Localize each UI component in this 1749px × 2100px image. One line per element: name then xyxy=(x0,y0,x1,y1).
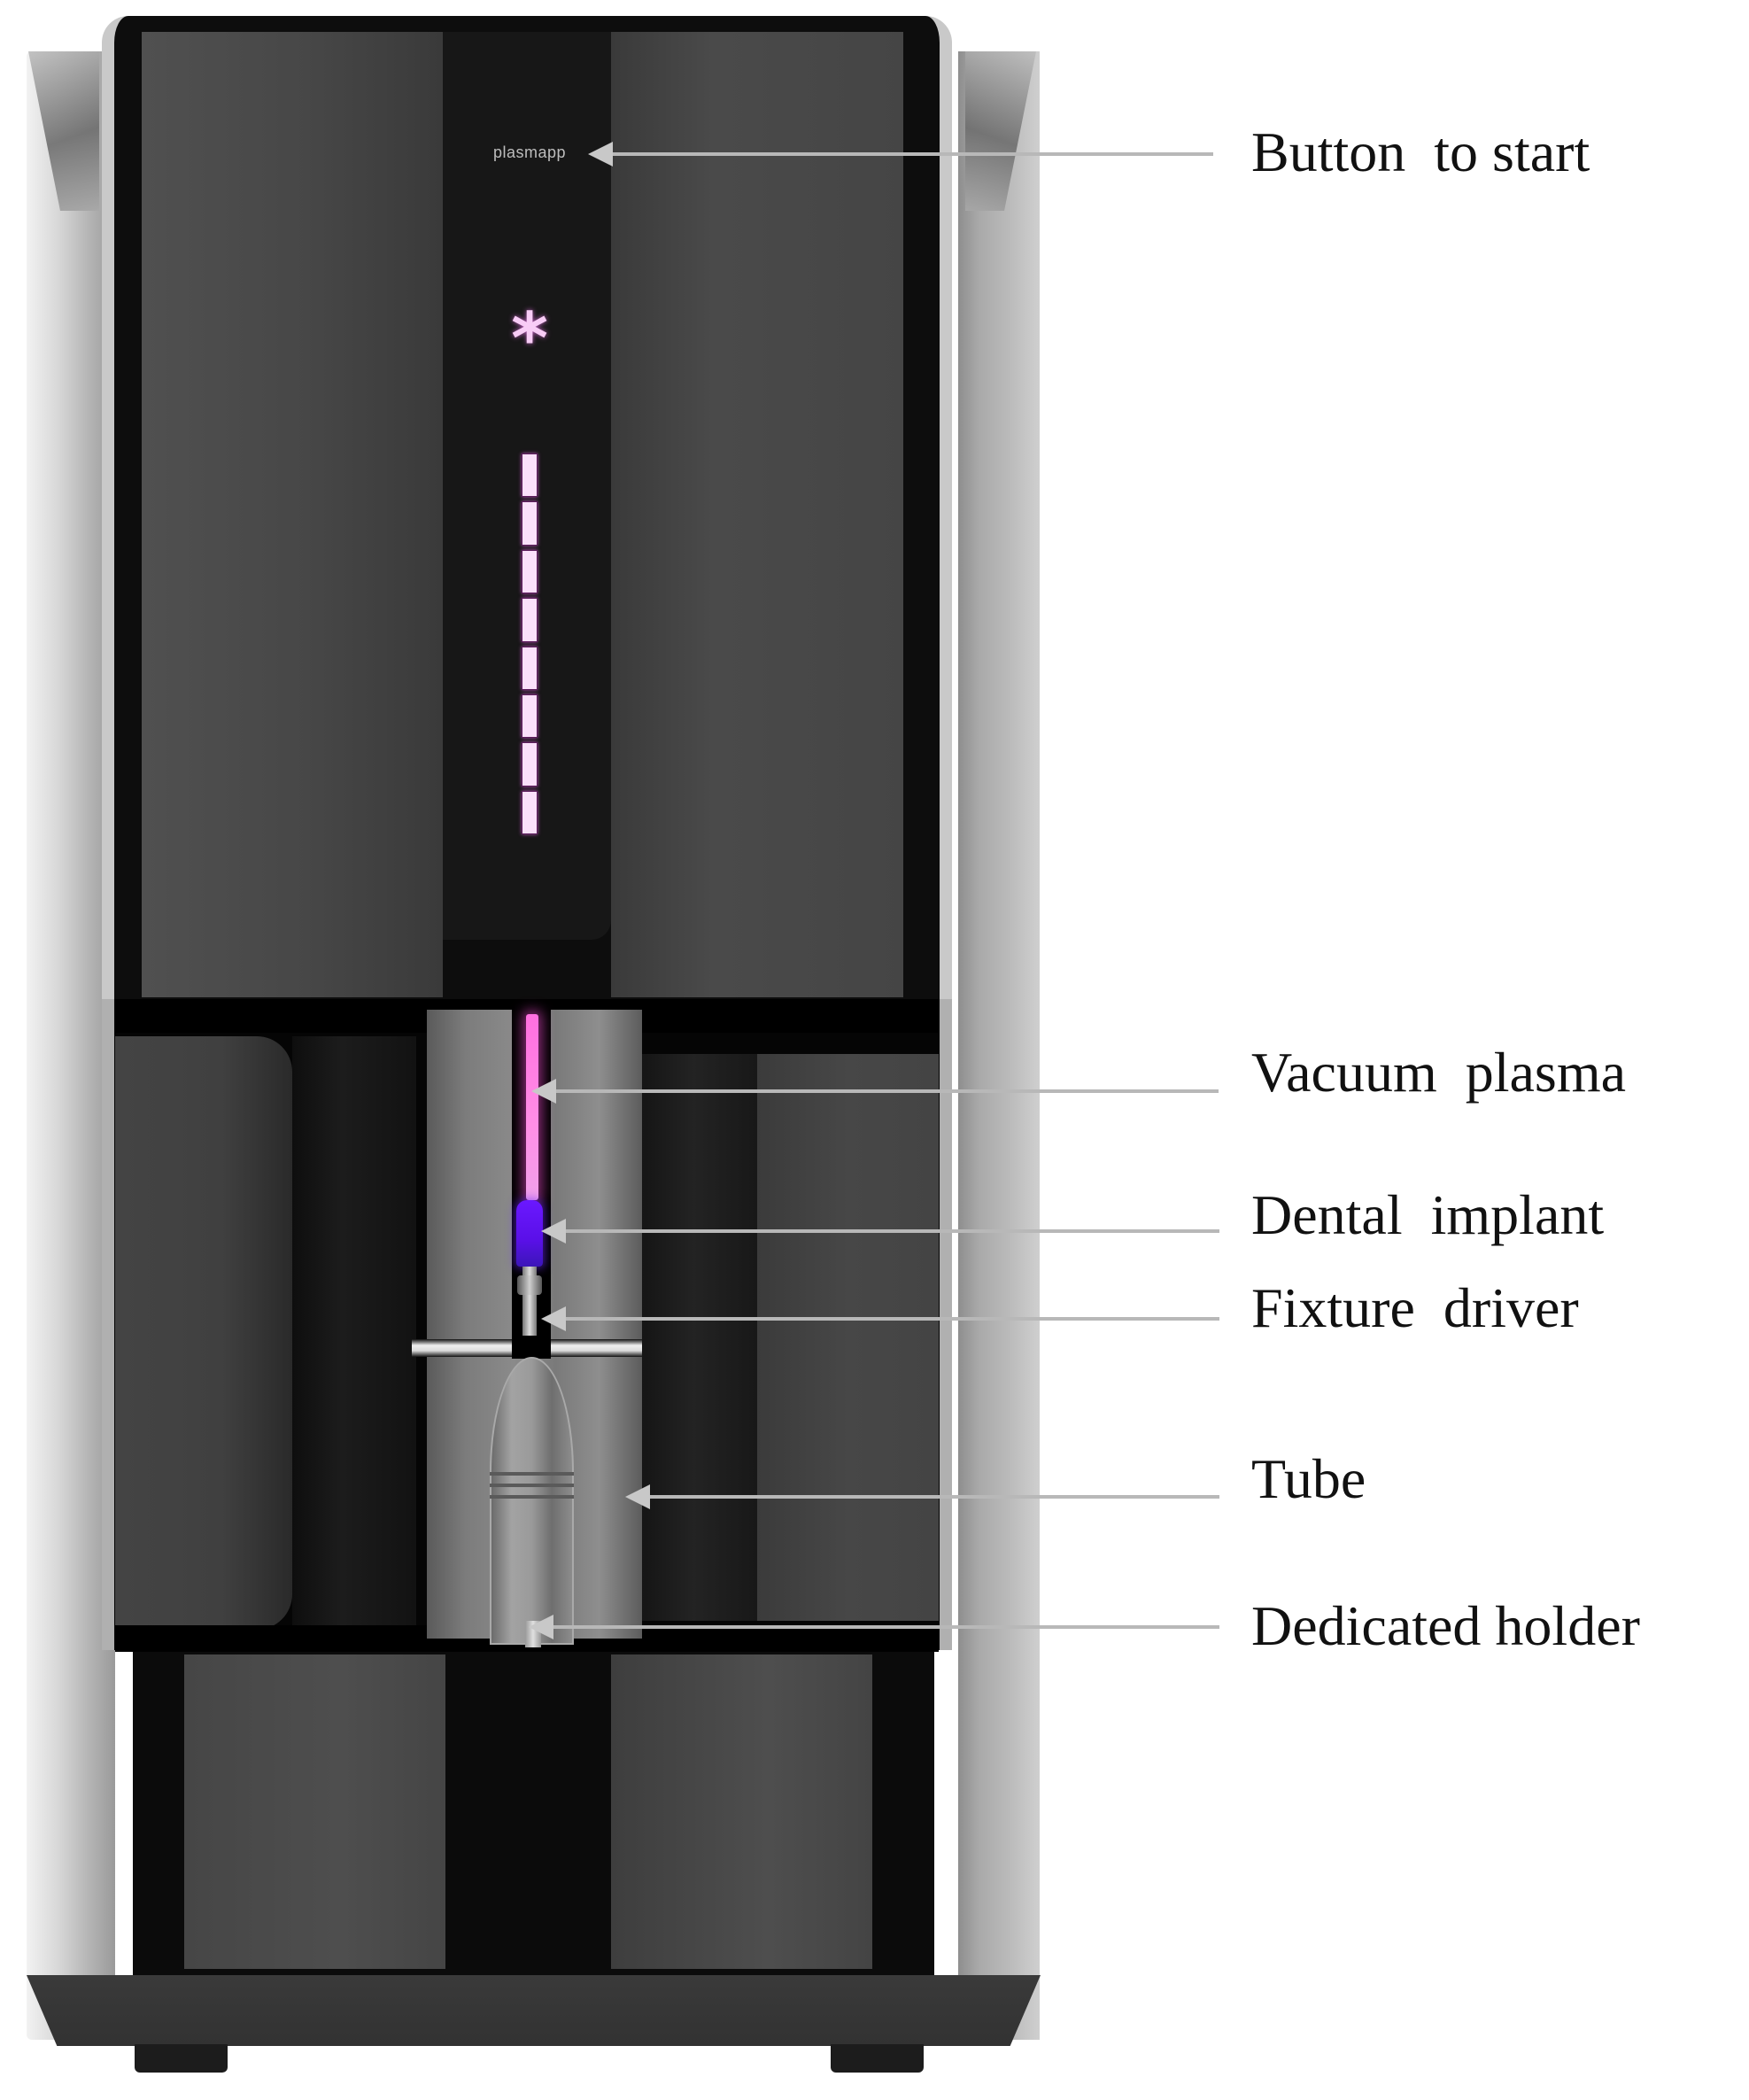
arrow-tube xyxy=(625,1484,1219,1509)
right-side-shell xyxy=(958,51,1040,2040)
label-dedicated-holder: Dedicated holder xyxy=(1251,1594,1640,1657)
fixture-driver-knob xyxy=(517,1275,542,1295)
chamber-right-inner xyxy=(642,1054,757,1621)
right-foot xyxy=(831,2044,924,2073)
chamber-left-wall xyxy=(115,1036,292,1630)
base-plinth xyxy=(27,1975,1041,2046)
label-dental-implant: Dental implant xyxy=(1251,1183,1605,1246)
progress-segment xyxy=(522,598,538,642)
arrow-fixture-driver xyxy=(541,1306,1219,1331)
label-tube: Tube xyxy=(1251,1447,1366,1510)
arrow-button-to-start xyxy=(588,142,1213,167)
chamber-right-wall xyxy=(757,1054,939,1621)
arrow-dedicated-holder xyxy=(529,1615,1219,1639)
tube-groove xyxy=(490,1495,574,1499)
upper-right-panel xyxy=(611,32,903,997)
progress-segment xyxy=(522,549,538,594)
base-left-panel xyxy=(184,1654,445,1969)
progress-segment xyxy=(522,646,538,690)
dental-implant xyxy=(516,1200,543,1267)
chamber-left-inner xyxy=(292,1036,416,1630)
progress-segment xyxy=(522,790,538,834)
label-vacuum-plasma: Vacuum plasma xyxy=(1251,1041,1626,1104)
plasma-column xyxy=(526,1014,538,1200)
progress-segment xyxy=(522,453,538,498)
progress-segment xyxy=(522,501,538,546)
left-foot xyxy=(135,2044,228,2073)
progress-segment xyxy=(522,694,538,739)
start-button-logo[interactable]: plasmapp xyxy=(492,143,567,161)
tube-cap-gap xyxy=(512,1336,551,1359)
tube-groove xyxy=(490,1484,574,1487)
arrow-vacuum-plasma xyxy=(531,1079,1219,1104)
left-side-shell xyxy=(27,51,115,2040)
tube xyxy=(490,1357,574,1645)
asterisk-status-icon: * xyxy=(511,298,548,380)
upper-left-panel xyxy=(142,32,443,997)
label-fixture-driver: Fixture driver xyxy=(1251,1276,1579,1339)
label-button-to-start: Button to start xyxy=(1251,120,1590,183)
arrow-dental-implant xyxy=(541,1219,1219,1244)
tube-groove xyxy=(490,1472,574,1476)
progress-segment xyxy=(522,742,538,787)
base-right-panel xyxy=(611,1654,872,1969)
progress-indicator xyxy=(522,453,538,834)
